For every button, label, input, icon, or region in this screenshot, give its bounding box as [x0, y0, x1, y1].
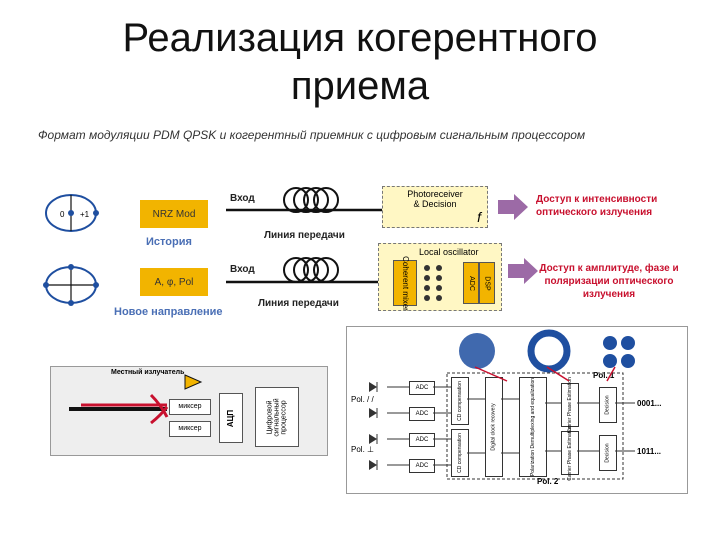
slide-title: Реализация когерентного приема — [0, 14, 720, 110]
local-emitter-label: Местный излучатель — [111, 369, 185, 376]
cd-comp-1: CD compensation — [451, 377, 469, 425]
history-label: История — [146, 236, 192, 248]
mixer-2-box: миксер — [169, 421, 211, 437]
constellation-label-1: +1 — [80, 210, 90, 219]
adc-4: ADC — [409, 459, 435, 473]
photoreceiver-sub: & Decision — [413, 199, 457, 209]
adc-1: ADC — [409, 381, 435, 395]
mixer-1-box: миксер — [169, 399, 211, 415]
slide-subtitle: Формат модуляции PDM QPSK и когерентный … — [38, 128, 586, 142]
bottom-fiber-line — [226, 257, 384, 284]
title-line-2: приема — [290, 64, 430, 108]
pol-parallel-label: Pol. / / — [351, 395, 374, 404]
adc-3: ADC — [409, 433, 435, 447]
dsp-box: DSP — [479, 262, 495, 304]
photoreceiver-box: Photoreceiver & Decision f — [382, 186, 488, 228]
adc-2: ADC — [409, 407, 435, 421]
adc-ru-box: АЦП — [219, 393, 243, 443]
dsp-label: DSP — [483, 275, 491, 291]
bottom-input-label: Вход — [230, 264, 255, 275]
apol-mod-box: A, φ, Pol — [140, 268, 208, 296]
title-line-1: Реализация когерентного — [122, 16, 598, 60]
receiver-sketch-panel: Местный излучатель миксер миксер АЦП Циф… — [50, 366, 328, 456]
pol-perp-label: Pol. ⊥ — [351, 445, 374, 454]
top-fiber-line — [226, 187, 384, 213]
pol-1-label: Pol. 1 — [593, 371, 615, 380]
top-result-text: Доступ к интенсивности оптического излуч… — [536, 194, 658, 218]
adc-box: ADC — [463, 262, 479, 304]
nrz-mod-box: NRZ Mod — [140, 200, 208, 228]
coherent-receiver-box: Local oscillator Coherent mixer ADC DSP — [378, 243, 502, 311]
constellation-qpsk — [43, 264, 99, 306]
constellation-clouds — [459, 329, 635, 373]
cpe-2: Carrier Phase Estimation — [561, 425, 579, 481]
clock-recovery: Digital clock recovery — [485, 377, 503, 477]
decision-1: Decision — [599, 387, 617, 423]
top-input-label: Вход — [230, 193, 255, 204]
decision-2: Decision — [599, 435, 617, 471]
top-line-label: Линия передачи — [264, 230, 345, 241]
adc-ru-label: АЦП — [226, 409, 236, 427]
bottom-line-label: Линия передачи — [258, 298, 339, 309]
constellation-label-0: 0 — [60, 210, 65, 219]
new-direction-label: Новое направление — [114, 306, 223, 318]
adc-label: ADC — [467, 275, 475, 291]
dsp-connections — [369, 366, 635, 480]
output-2: 1011... — [637, 447, 662, 456]
coherent-mixer-label: Coherent mixer — [400, 255, 410, 311]
photoreceiver-f: f — [477, 209, 481, 225]
pol-2-label: Pol. 2 — [537, 477, 559, 486]
photodiode-array — [424, 265, 442, 301]
fiber-sketch — [69, 393, 169, 425]
bottom-result-arrow — [508, 258, 538, 284]
bottom-result-text: Доступ к амплитуде, фазе и поляризации о… — [539, 263, 679, 300]
dsp-ru-box: Цифровой сигнальный процессор — [255, 387, 299, 447]
top-result-arrow — [498, 194, 528, 220]
output-1: 0001... — [637, 399, 662, 408]
cpe-1: Carrier Phase Estimation — [561, 377, 579, 433]
photoreceiver-title: Photoreceiver — [407, 189, 463, 199]
dsp-ru-label: Цифровой сигнальный процессор — [266, 397, 288, 437]
pol-demux: Polarization Demultiplexing and equaliza… — [519, 377, 547, 477]
constellation-ook: 0 +1 — [45, 194, 99, 232]
dsp-block-diagram-panel: Pol. / / Pol. ⊥ ADC ADC ADC ADC CD compe… — [346, 326, 688, 494]
coherent-mixer-box: Coherent mixer — [393, 256, 417, 310]
local-osc-label: Local oscillator — [419, 247, 479, 257]
emitter-icon — [184, 374, 203, 390]
